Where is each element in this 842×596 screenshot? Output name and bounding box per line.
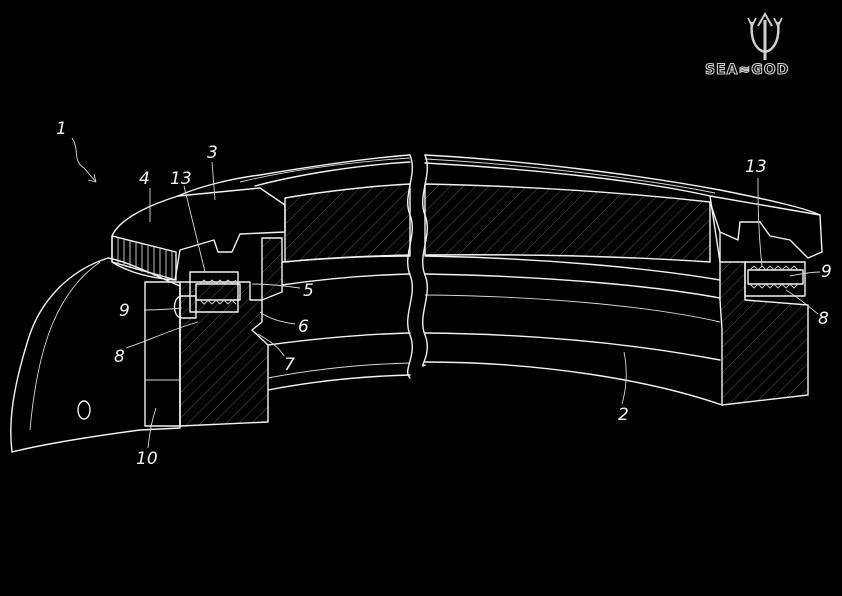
case-section-right [709,195,823,406]
trident-icon [747,12,783,60]
case-section-left [144,237,283,427]
label-9-right: 9 [821,262,832,282]
label-8-right: 8 [818,309,829,329]
label-1: 1 [56,119,67,139]
label-2: 2 [618,405,629,425]
label-6: 6 [298,317,309,337]
logo-text: SEA≈GOD [705,62,789,78]
inner-ring [267,255,723,406]
label-4: 4 [139,169,150,189]
label-8-left: 8 [114,347,125,367]
knurled-edge [111,235,177,281]
label-9-left: 9 [119,301,130,321]
screw-assembly-left [173,271,241,319]
break-lines [406,154,429,379]
label-13-left: 13 [170,169,192,189]
reference-labels: 1 3 4 13 5 6 7 9 8 10 2 13 9 8 [56,119,832,469]
crystal-top [177,154,821,216]
label-7: 7 [284,355,295,375]
label-5: 5 [303,281,314,301]
brand-logo: SEA≈GOD [704,12,789,79]
screw-assembly-right [744,261,806,297]
bezel-ring [111,187,286,281]
crystal-section [284,183,711,263]
label-3: 3 [207,143,218,163]
leader-lines [71,137,821,449]
label-13-right: 13 [745,157,767,177]
label-10: 10 [136,449,158,469]
case-lug [10,257,181,453]
